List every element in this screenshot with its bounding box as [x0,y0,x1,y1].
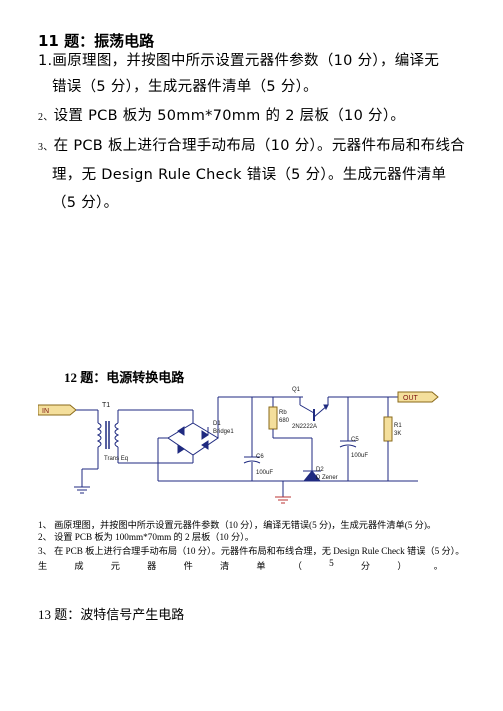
q12-char: 。 [433,561,443,571]
label-t1: T1 [102,402,110,409]
label-c6: C6 [256,454,264,460]
q11-item-3-cont: 理，无 Design Rule Check 错误（5 分）。生成元器件清单 [52,167,447,183]
label-c6-val: 100uF [256,470,273,476]
label-q1: Q1 [292,387,301,393]
q11-item-3-number: 3、 [38,142,54,153]
q12-char: 生 [38,561,48,571]
q11-item-2-number: 2、 [38,112,54,123]
label-c5-val: 100uF [351,453,368,459]
q12-char: 件 [183,561,193,571]
q12-char: 5 [329,558,334,568]
label-d2-type: D Zener [316,475,338,481]
q12-char: 分 [360,561,371,571]
in-port [38,404,77,416]
q12-item-1: 1、 画原理图，并按图中所示设置元器件参数（10 分），编译无错误(5 分)，生… [38,520,437,530]
transformer-secondary [114,422,120,448]
q12-item-3: 3、 在 PCB 板上进行合理手动布局（10 分）。元器件布局和布线合理，无 D… [38,546,465,556]
label-r1: R1 [394,423,402,429]
q12-char: 单 [256,561,266,571]
q12-item-2: 2、 设置 PCB 板为 100mm*70mm 的 2 层板（10 分）。 [38,532,254,542]
q11-item-2-text: 设置 PCB 板为 50mm*70mm 的 2 层板（10 分）。 [53,108,406,124]
q12-char: （ [292,561,302,571]
label-d2: D2 [316,467,324,473]
q11-item-3: 3、在 PCB 板上进行合理手动布局（10 分）。元器件布局和布线合 [38,134,465,155]
label-q1-part: 2N2222A [292,424,317,430]
label-rb: Rb [279,410,287,416]
q11-item-1: 1.画原理图，并按图中所示设置元器件参数（10 分），编译无 [38,53,440,69]
q13-title: 13 题：波特信号产生电路 [38,607,185,622]
q12-char: 成 [74,561,84,571]
label-out: OUT [403,395,419,402]
label-bridge: Bridge1 [213,429,234,435]
q11-item-1-cont: 错误（5 分），生成元器件清单（5 分）。 [52,79,318,95]
q11-item-2: 2、设置 PCB 板为 50mm*70mm 的 2 层板（10 分）。 [38,104,405,125]
q11-title: 11 题：振荡电路 [38,32,155,50]
label-in: IN [42,408,49,415]
power-conversion-schematic: IN OUT T1 Trans Eq D1 Bridge1 Q1 2N2222A… [38,387,439,504]
q12-char: 元 [110,561,120,571]
q12-char: 器 [147,561,157,571]
out-port [397,391,439,403]
label-c5: C5 [351,437,359,443]
bridge-rectifier [167,422,219,456]
q11-item-3-text: 在 PCB 板上进行合理手动布局（10 分）。元器件布局和布线合 [53,138,466,154]
label-trans: Trans Eq [104,456,128,462]
q12-item-3-cont: 生 成 元 器 件 清 单 （ 5 分 ） 。 [38,558,443,572]
label-d1: D1 [213,421,221,427]
transformer-primary [96,422,102,448]
r1-resistor [383,416,393,442]
q12-char: ） [397,561,407,571]
rb-resistor [268,406,278,430]
q12-char: 清 [219,561,230,571]
q11-item-3-cont2: （5 分）。 [52,195,119,211]
label-rb-val: 680 [279,418,290,424]
q12-title: 12 题：电源转换电路 [64,370,185,385]
label-r1-val: 3K [394,431,401,437]
